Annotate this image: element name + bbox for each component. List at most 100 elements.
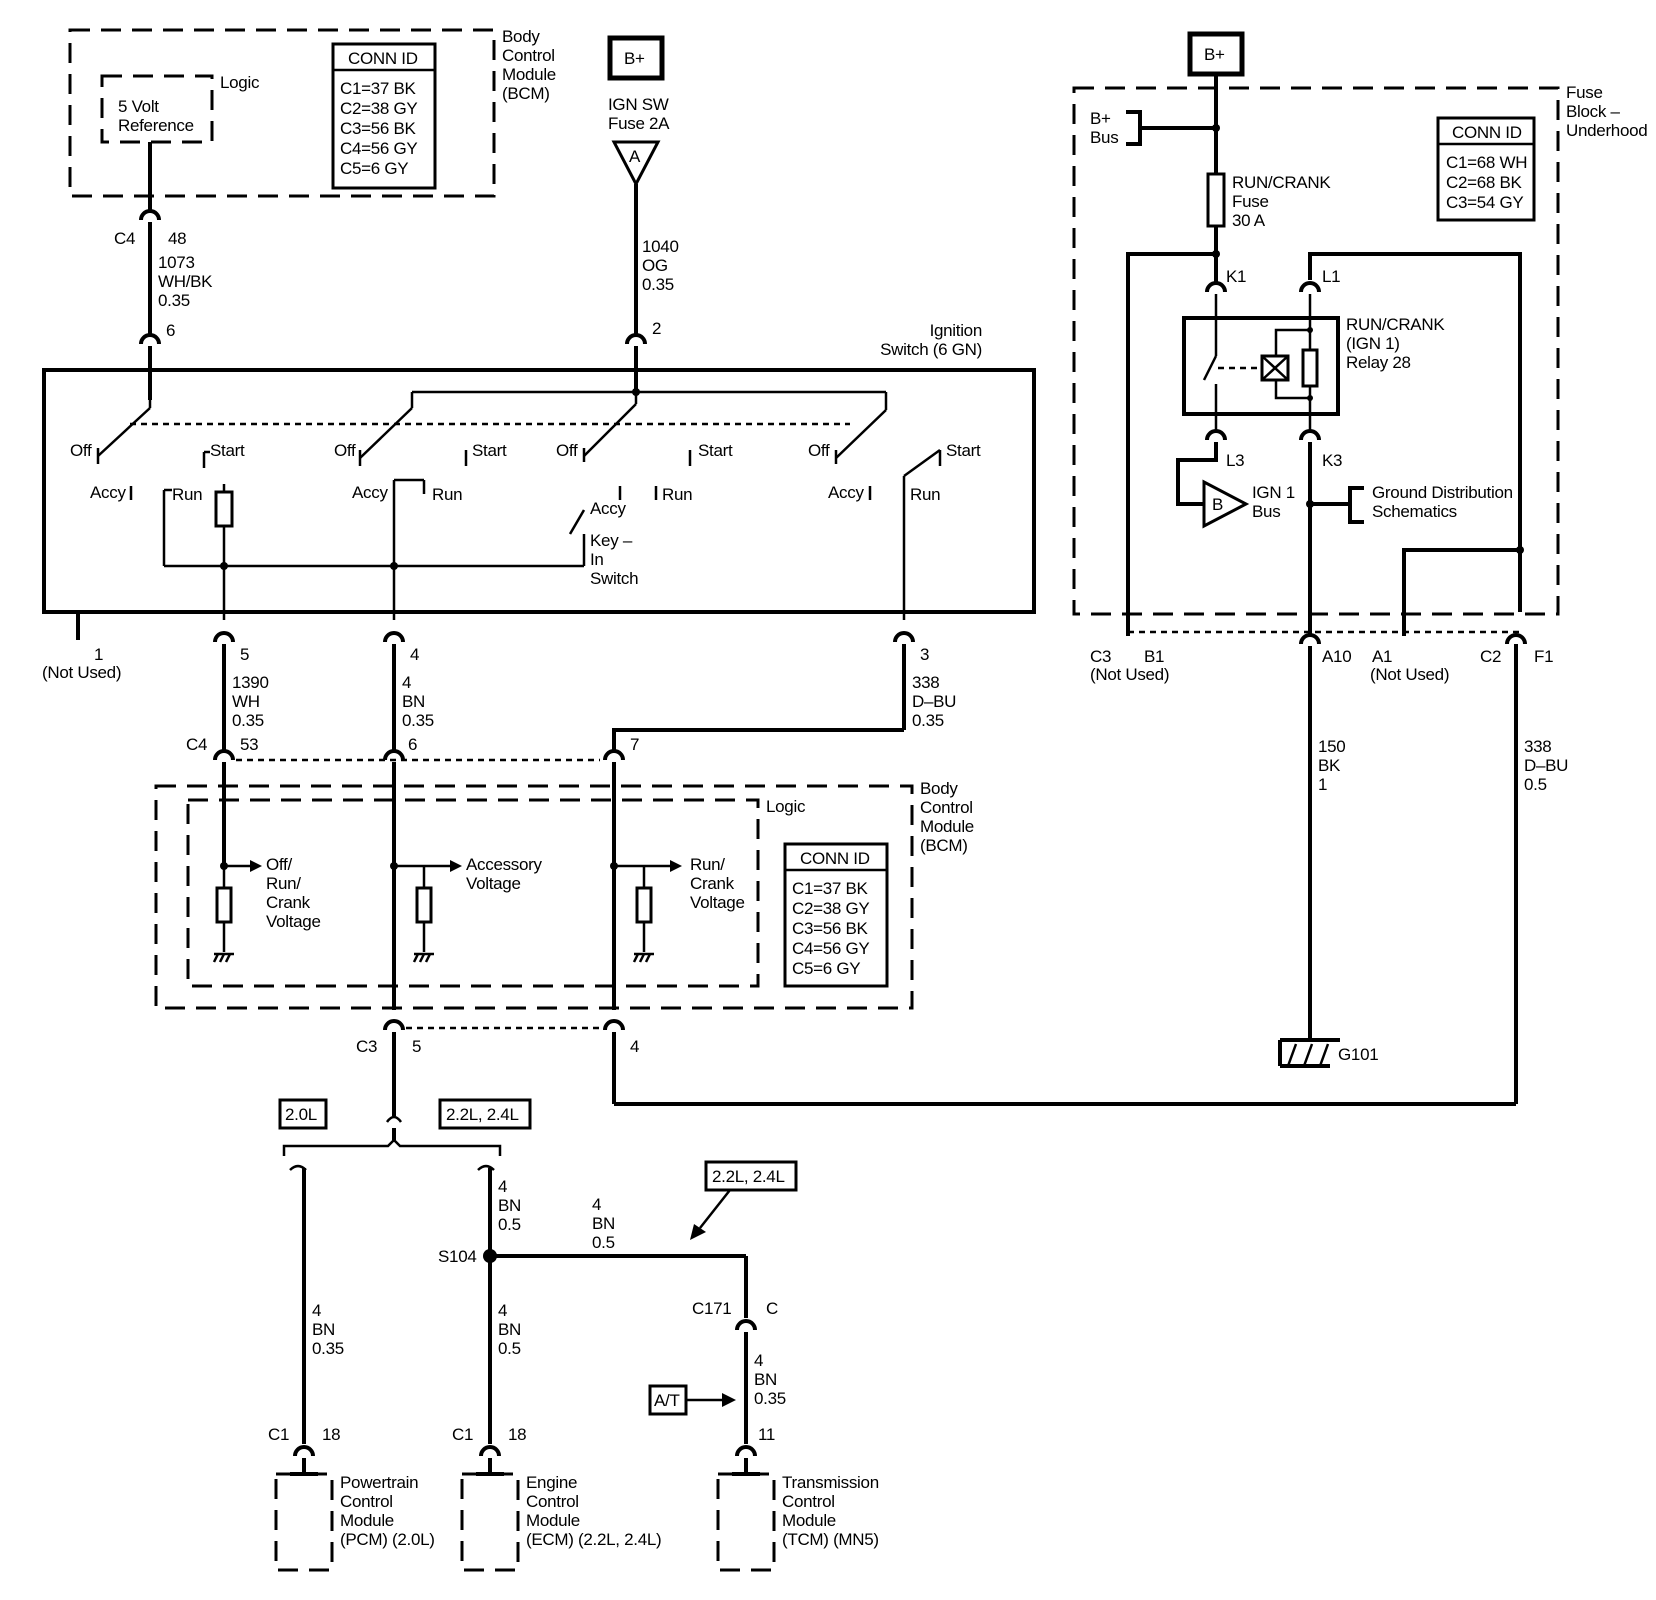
wire-1040-pin: 2 [652,319,661,338]
fuse-pin-a10 [1299,633,1321,645]
fuse-pin-a1-note: (Not Used) [1370,665,1449,684]
bcm-top-conn-3: C4=56 GY [340,139,417,158]
bplus-box-left [607,35,665,81]
bcm-pin-7: 7 [630,735,639,754]
bcm-top-outline [68,28,496,198]
connector-tcm [735,1445,757,1457]
connector-c171 [735,1319,757,1331]
wire-break [385,1115,403,1123]
switch4-run: Run [910,485,940,504]
relay-l1: L1 [1322,267,1340,286]
switch1-accy: Accy [90,483,126,502]
bcm-top-conn-1: C2=38 GY [340,99,417,118]
wire-338-pin: 3 [920,645,929,664]
wire-4bn-pin: 4 [410,645,419,664]
pin1-note: (Not Used) [42,663,121,682]
fuse-pin-a10-label: A10 [1322,647,1351,666]
ground-icon [212,952,234,963]
pin1-num: 1 [94,645,103,664]
fuse-block-outline [1072,86,1560,616]
run-crank-fuse [1206,172,1226,228]
ecm-module [460,1472,520,1572]
ign-fuse-tag-label: A [629,147,641,166]
fuse-conn-id: CONN ID [1452,123,1522,142]
bcm-pin-6: 6 [408,735,417,754]
switch4-off: Off [808,441,830,460]
bcm-top-conn-2: C3=56 BK [340,119,417,138]
fuse-pin-c2: C2 [1480,647,1501,666]
switch-section-4: Off Start Accy Run [808,409,981,620]
bcm-bottom-outline [154,784,914,1010]
connector-c3-5 [383,1019,405,1031]
ign1-bus-tag [1202,479,1250,529]
connector-6 [139,333,161,345]
relay-pin-k1 [1205,281,1227,293]
switch2-off: Off [334,441,356,460]
fuse-conn-1: C2=68 BK [1446,173,1523,192]
ecm-conn: C1 [452,1425,473,1444]
bcm-top-conn-table: CONN ID C1=37 BK C2=38 GY C3=56 BK C4=56… [331,42,437,190]
tag-2-0l [278,1098,328,1130]
switch3-off: Off [556,441,578,460]
bcm-top-conn-4: C5=6 GY [340,159,408,178]
fuse-pin-b1: B1 [1144,647,1164,666]
bplus-label-left: B+ [624,49,645,68]
wire-1073-pin-top: 48 [168,229,186,248]
fuse-conn-2: C3=54 GY [1446,193,1523,212]
connector-2 [625,333,647,345]
bcm-top-conn-0: C1=37 BK [340,79,417,98]
wire-1390-pin: 5 [240,645,249,664]
g101-label: G101 [1338,1045,1378,1064]
relay-l3: L3 [1226,451,1244,470]
relay-k3: K3 [1322,451,1342,470]
pcm-module [274,1472,334,1572]
connector-4 [383,631,405,643]
tcm-pin: 11 [758,1425,775,1444]
ground-icon [632,952,654,963]
fuse-conn-0: C1=68 WH [1446,153,1527,172]
connector-5 [213,631,235,643]
connector-c3-4 [603,1019,625,1031]
ecm-pin: 18 [508,1425,526,1444]
tcm-module [716,1472,776,1572]
bplus-label-right: B+ [1204,45,1225,64]
tag-2-0l-label: 2.0L [285,1105,317,1124]
switch4-accy: Accy [828,483,864,502]
bcm-top-conn-id: CONN ID [348,49,418,68]
relay-pin-l1 [1299,281,1321,293]
ground-dist-bracket [1348,486,1364,524]
wire-1073-conn: C4 [114,229,135,248]
fuse-pin-f1 [1505,633,1527,645]
fuse-block-conn-table: CONN ID C1=68 WH C2=68 BK C3=54 GY [1436,116,1536,222]
fuse-pin-f1-label: F1 [1534,647,1553,666]
c3-pin4: 4 [630,1037,639,1056]
bcm-bottom-conn-2: C3=56 BK [792,919,869,938]
bcm-bottom-conn-3: C4=56 GY [792,939,869,958]
bcm-bottom-conn-1: C2=38 GY [792,899,869,918]
